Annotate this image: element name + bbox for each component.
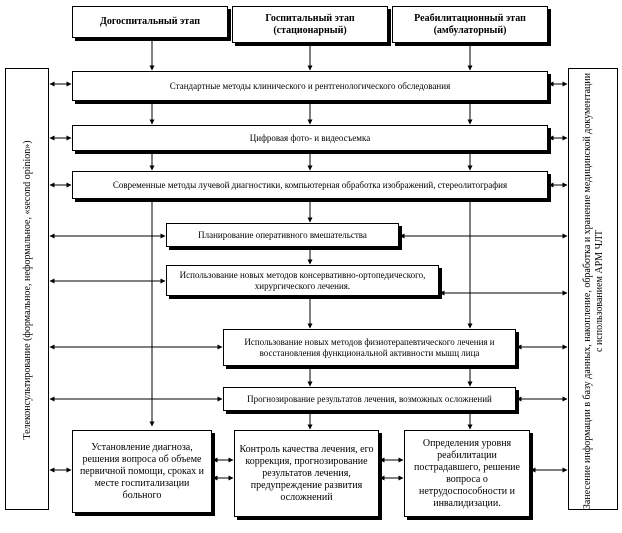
process-radiology: Современные методы лучевой диагностики, … [72, 171, 548, 199]
process-surgery-planning: Планирование оперативного вмешательства [166, 223, 399, 247]
side-box-database: Занесение информации в базу данных, нако… [568, 68, 618, 510]
process-photo-video-label: Цифровая фото- и видеосъемка [249, 132, 371, 143]
side-label-database: Занесение информации в базу данных, нако… [582, 72, 605, 510]
process-prognosis: Прогнозирование результатов лечения, воз… [223, 387, 516, 411]
process-physiotherapy: Использование новых методов физиотерапев… [223, 329, 516, 366]
process-prognosis-label: Прогнозирование результатов лечения, воз… [247, 393, 492, 404]
process-radiology-label: Современные методы лучевой диагностики, … [112, 179, 508, 190]
header-prehospital: Догоспитальный этап [72, 6, 228, 38]
outcome-quality-control-label: Контроль качества лечения, его коррекция… [239, 443, 374, 503]
header-rehab-label: Реабилитационный этап (амбулаторный) [414, 13, 526, 36]
outcome-diagnosis-label: Установление диагноза, решения вопроса о… [79, 441, 205, 501]
header-prehospital-label: Догоспитальный этап [100, 16, 200, 28]
outcome-rehab-level: Определения уровня реабилитации пострада… [404, 430, 530, 517]
side-box-teleconsult: Телеконсультирование (формальное, неформ… [5, 68, 49, 510]
process-surgery-planning-label: Планирование оперативного вмешательства [198, 229, 367, 240]
process-standard-exam: Стандартные методы клинического и рентге… [72, 71, 548, 101]
process-new-treatment-label: Использование новых методов консервативн… [179, 270, 426, 291]
process-standard-exam-label: Стандартные методы клинического и рентге… [169, 80, 451, 91]
outcome-diagnosis: Установление диагноза, решения вопроса о… [72, 430, 212, 513]
process-physiotherapy-label: Использование новых методов физиотерапев… [244, 337, 495, 358]
outcome-rehab-level-label: Определения уровня реабилитации пострада… [414, 437, 520, 509]
process-new-treatment: Использование новых методов консервативн… [166, 265, 439, 296]
side-label-teleconsult: Телеконсультирование (формальное, неформ… [22, 140, 33, 440]
header-hospital: Госпитальный этап (стационарный) [232, 6, 388, 43]
outcome-quality-control: Контроль качества лечения, его коррекция… [234, 430, 379, 517]
process-photo-video: Цифровая фото- и видеосъемка [72, 125, 548, 151]
header-rehab: Реабилитационный этап (амбулаторный) [392, 6, 548, 43]
header-hospital-label: Госпитальный этап (стационарный) [265, 13, 355, 36]
